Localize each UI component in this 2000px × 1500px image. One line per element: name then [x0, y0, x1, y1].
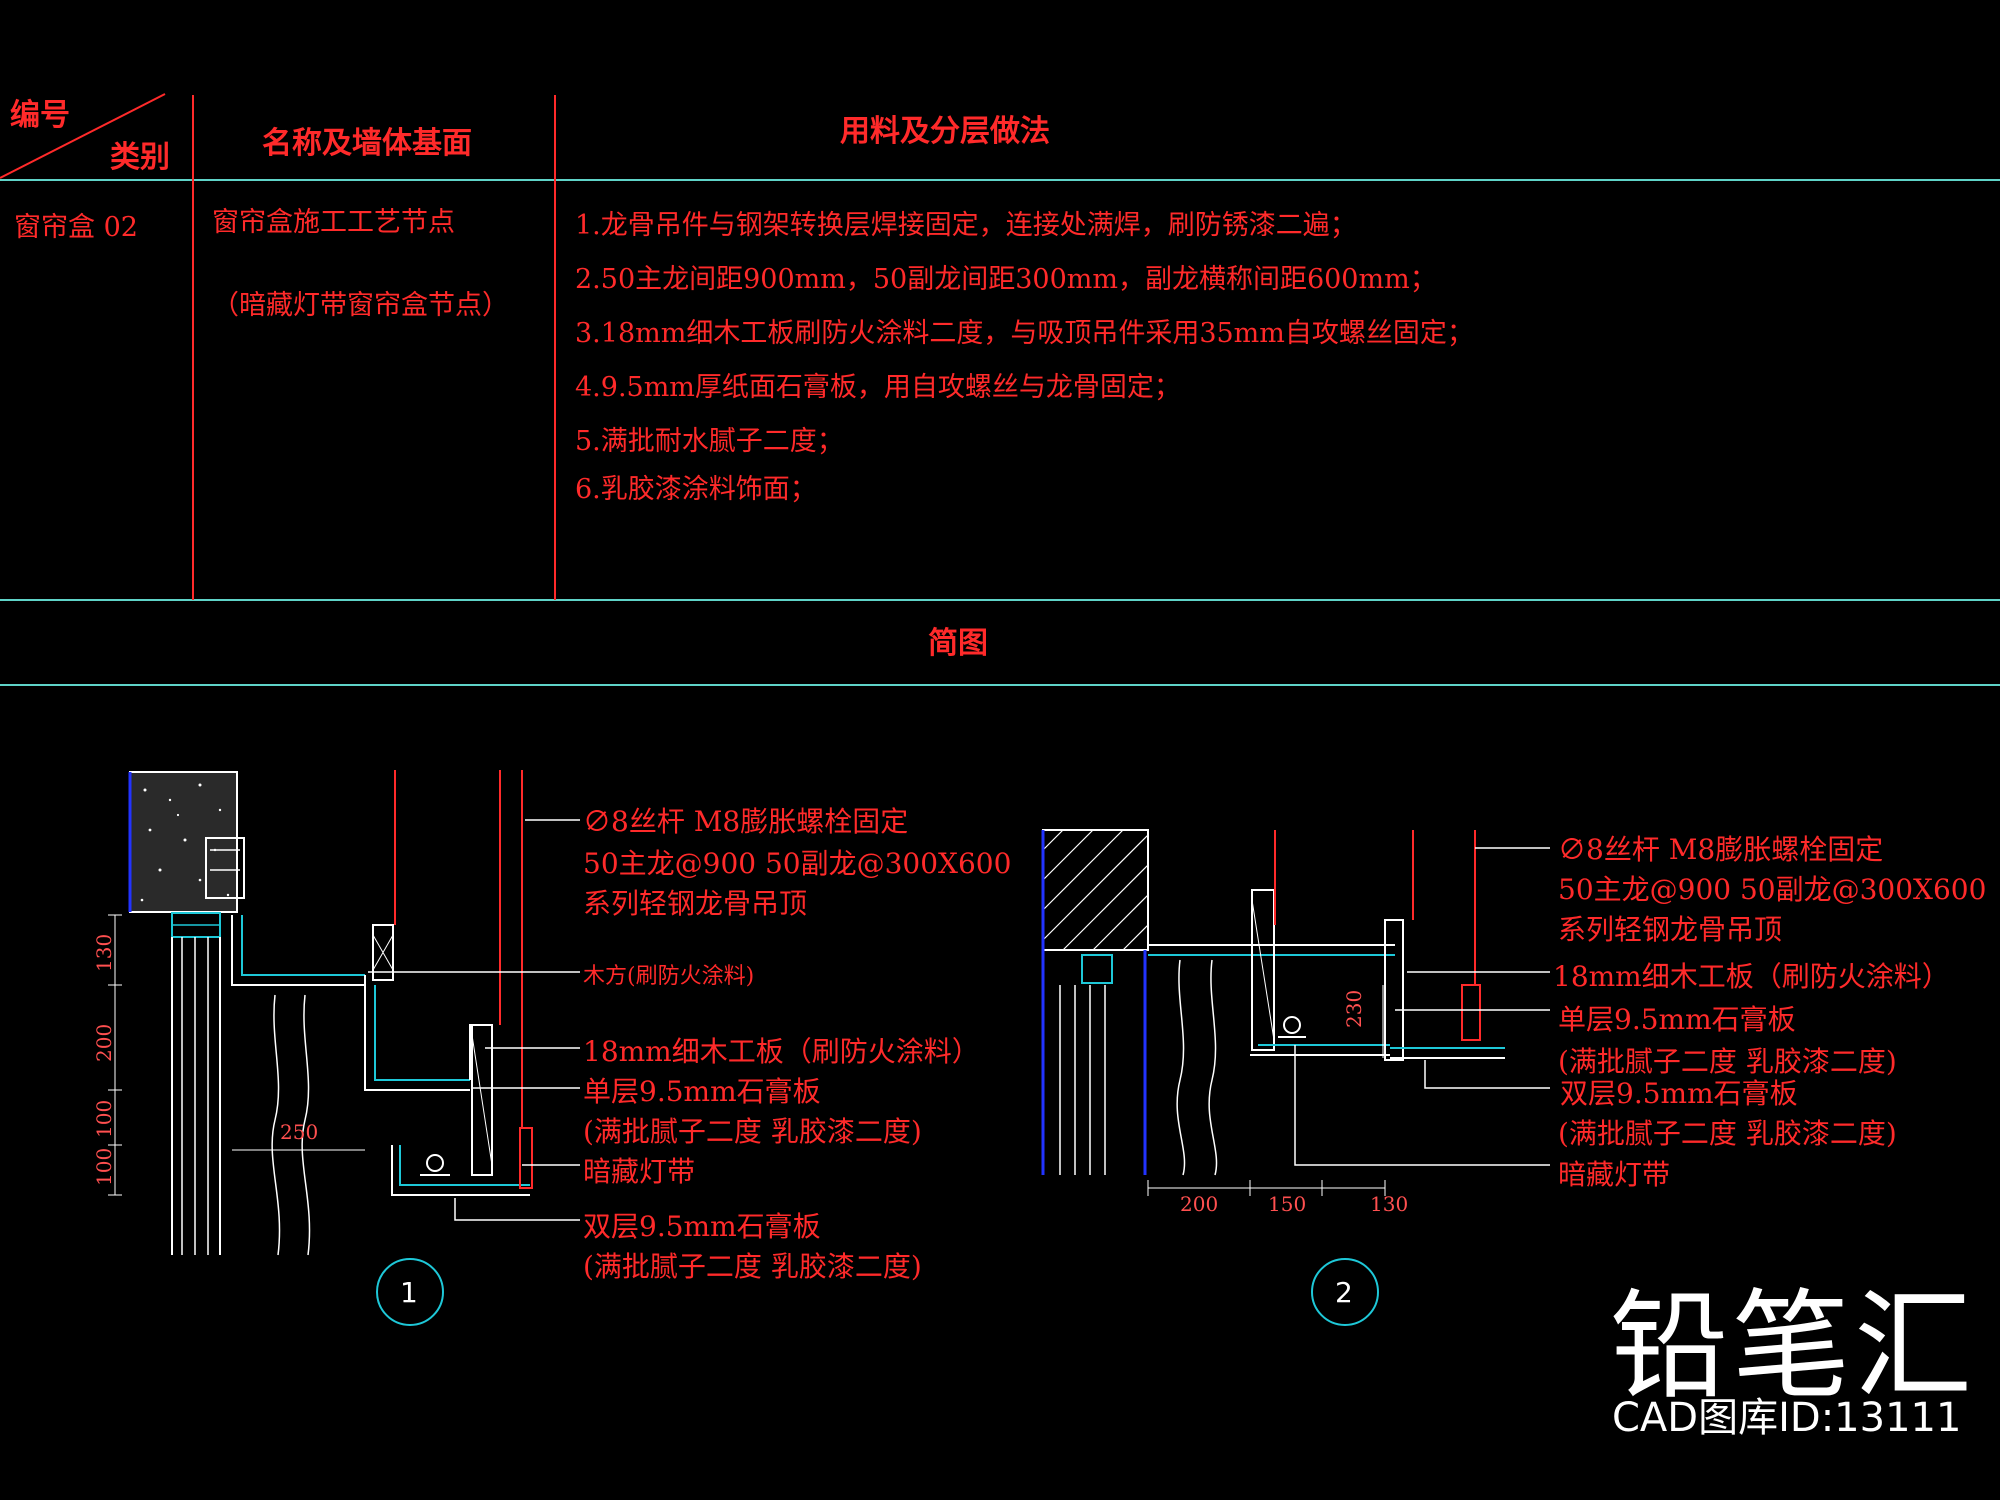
d1-label-wood-batten: 木方(刷防火涂料) [583, 964, 755, 989]
d2-label-plywood: 18mm细木工板（刷防火涂料） [1553, 960, 1950, 993]
diagram-section-title: 简图 [928, 626, 988, 661]
d2-dim-230: 230 [1342, 989, 1366, 1028]
d1-label-keel: 50主龙@900 50副龙@300X600 [583, 847, 1012, 880]
brand-watermark: 铅笔汇 [1610, 1277, 1977, 1415]
d1-label-double-board: 双层9.5mm石膏板 [583, 1210, 821, 1243]
d1-dim-250: 250 [280, 1120, 319, 1144]
d2-label-rod: ∅8丝杆 M8膨胀螺栓固定 [1558, 833, 1884, 866]
d1-dim-200: 200 [92, 1023, 116, 1062]
d2-dim-200: 200 [1180, 1192, 1219, 1216]
d1-dim-100a: 100 [92, 1099, 116, 1138]
d2-label-finish-b: (满批腻子二度 乳胶漆二度) [1558, 1117, 1897, 1150]
d1-label-rod: ∅8丝杆 M8膨胀螺栓固定 [583, 805, 909, 838]
row-name-line2: （暗藏灯带窗帘盒节点） [212, 290, 509, 321]
d1-dim-100b: 100 [92, 1147, 116, 1186]
concrete-slab-1 [129, 771, 238, 913]
d1-label-finish-b: (满批腻子二度 乳胶漆二度) [583, 1250, 922, 1283]
d2-label-finish-a: (满批腻子二度 乳胶漆二度) [1558, 1045, 1897, 1078]
d1-label-plywood: 18mm细木工板（刷防火涂料） [583, 1035, 980, 1068]
row-code: 窗帘盒 02 [14, 212, 138, 243]
d1-label-single-board: 单层9.5mm石膏板 [583, 1075, 821, 1108]
d2-label-double-board: 双层9.5mm石膏板 [1560, 1077, 1798, 1110]
detail-2-bubble-number: 2 [1335, 1276, 1353, 1309]
row-name-line1: 窗帘盒施工工艺节点 [212, 207, 455, 238]
method-step-2: 2.50主龙间距900mm，50副龙间距300mm，副龙横称间距600mm； [575, 264, 1437, 295]
method-step-5: 5.满批耐水腻子二度； [575, 426, 844, 457]
header-name: 名称及墙体基面 [262, 126, 472, 161]
cad-id-watermark: CAD图库ID:13111 [1612, 1395, 1962, 1441]
detail-2-bubble-circle [1311, 1258, 1379, 1326]
header-category: 类别 [110, 140, 170, 175]
detail-1-bubble-circle [376, 1258, 444, 1326]
method-step-6: 6.乳胶漆涂料饰面； [575, 474, 817, 505]
detail-1-bubble-number: 1 [400, 1276, 418, 1309]
d2-label-single-board: 单层9.5mm石膏板 [1558, 1003, 1796, 1036]
d2-dim-130: 130 [1370, 1192, 1409, 1216]
d2-label-keel-series: 系列轻钢龙骨吊顶 [1558, 913, 1783, 946]
d1-label-finish-a: (满批腻子二度 乳胶漆二度) [583, 1115, 922, 1148]
method-step-4: 4.9.5mm厚纸面石膏板，用自攻螺丝与龙骨固定； [575, 372, 1181, 403]
d2-label-light-strip: 暗藏灯带 [1558, 1158, 1671, 1191]
d2-dim-150: 150 [1268, 1192, 1307, 1216]
d1-label-light-strip: 暗藏灯带 [583, 1155, 696, 1188]
method-step-1: 1.龙骨吊件与钢架转换层焊接固定，连接处满焊，刷防锈漆二遍； [575, 210, 1357, 241]
hatched-wall-2 [1042, 829, 1149, 951]
table-grid [0, 93, 2000, 686]
wall-hatch-2 [1042, 829, 1149, 951]
d1-dim-130: 130 [92, 933, 116, 972]
header-method: 用料及分层做法 [840, 114, 1050, 149]
detail-1-drawing [108, 770, 580, 1326]
header-number: 编号 [10, 98, 70, 133]
method-step-3: 3.18mm细木工板刷防火涂料二度，与吸顶吊件采用35mm自攻螺丝固定； [575, 318, 1474, 349]
detail-2-drawing [1041, 829, 1550, 1326]
d1-label-keel-series: 系列轻钢龙骨吊顶 [583, 887, 808, 920]
d2-label-keel: 50主龙@900 50副龙@300X600 [1558, 873, 1987, 906]
